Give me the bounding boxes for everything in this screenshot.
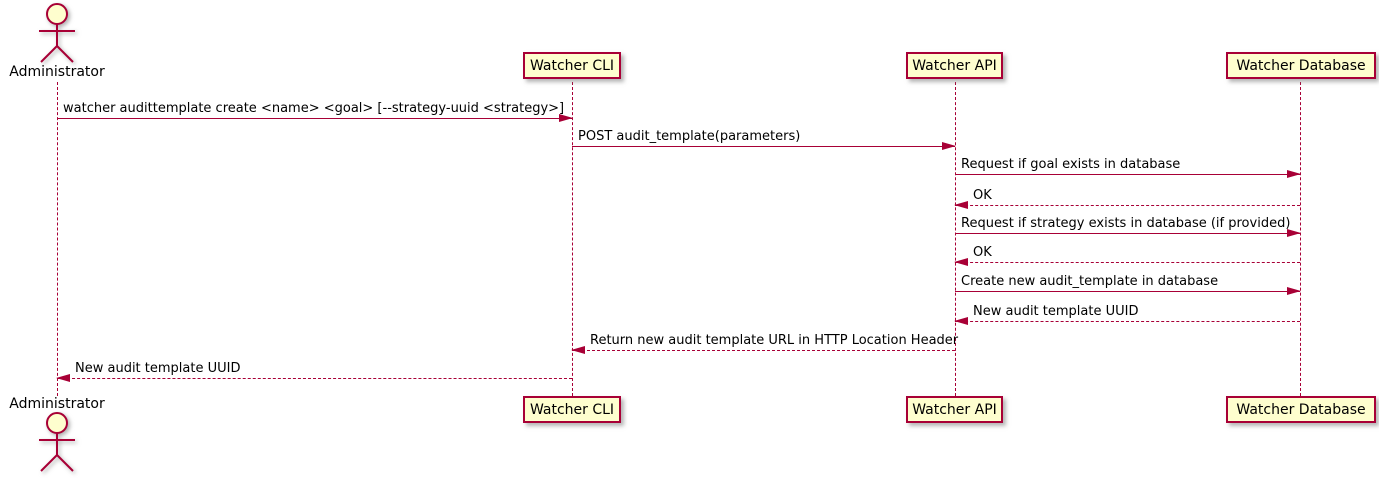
arrowhead-right-icon <box>942 142 956 150</box>
message-label: Create new audit_template in database <box>961 274 1219 289</box>
arrowhead-right-icon <box>1287 170 1301 178</box>
lifeline-watcher-database <box>1300 82 1301 396</box>
message-request-goal-exists: Request if goal exists in database <box>955 157 1301 181</box>
arrow-line <box>955 291 1300 292</box>
message-label: Return new audit template URL in HTTP Lo… <box>590 333 959 348</box>
arrowhead-left-icon <box>954 317 968 325</box>
arrow-line <box>955 262 1300 263</box>
actor-icon <box>39 412 75 472</box>
lifeline-watcher-api <box>955 82 956 396</box>
participant-watcher-api-top: Watcher API <box>906 52 1003 79</box>
arrowhead-right-icon <box>1287 229 1301 237</box>
message-ok-strategy: OK <box>954 245 1300 269</box>
message-create-in-database: Create new audit_template in database <box>955 274 1301 298</box>
actor-label-administrator-top: Administrator <box>9 64 105 80</box>
arrow-line <box>57 118 572 119</box>
participant-watcher-database-bottom: Watcher Database <box>1226 396 1376 423</box>
arrowhead-right-icon <box>1287 287 1301 295</box>
message-post-audit-template: POST audit_template(parameters) <box>572 129 956 153</box>
message-label: Request if goal exists in database <box>961 157 1181 172</box>
message-request-strategy-exists: Request if strategy exists in database (… <box>955 216 1301 240</box>
participant-watcher-api-bottom: Watcher API <box>906 396 1003 423</box>
arrow-line <box>955 205 1300 206</box>
arrow-line <box>955 174 1300 175</box>
arrowhead-left-icon <box>954 201 968 209</box>
arrow-line <box>57 378 572 379</box>
message-label: POST audit_template(parameters) <box>578 129 801 144</box>
participant-watcher-cli-bottom: Watcher CLI <box>523 396 621 423</box>
arrow-line <box>955 233 1300 234</box>
participant-watcher-cli-top: Watcher CLI <box>523 52 621 79</box>
message-label: OK <box>973 245 992 260</box>
message-label: New audit template UUID <box>75 361 241 376</box>
message-new-uuid-to-admin: New audit template UUID <box>56 361 572 385</box>
participant-watcher-database-top: Watcher Database <box>1226 52 1376 79</box>
message-ok-goal: OK <box>954 188 1300 212</box>
message-return-url-location-header: Return new audit template URL in HTTP Lo… <box>571 333 959 357</box>
arrow-line <box>572 350 955 351</box>
message-label: Request if strategy exists in database (… <box>961 216 1291 231</box>
arrowhead-left-icon <box>571 346 585 354</box>
arrowhead-left-icon <box>954 258 968 266</box>
arrow-line <box>955 321 1300 322</box>
actor-icon <box>39 3 75 63</box>
arrowhead-left-icon <box>56 374 70 382</box>
lifeline-administrator <box>57 82 58 396</box>
message-label: watcher audittemplate create <name> <goa… <box>63 101 565 116</box>
message-create-audittemplate: watcher audittemplate create <name> <goa… <box>57 101 573 125</box>
message-label: OK <box>973 188 992 203</box>
lifeline-watcher-cli <box>572 82 573 396</box>
message-label: New audit template UUID <box>973 304 1139 319</box>
actor-label-administrator-bottom: Administrator <box>9 396 105 412</box>
arrowhead-right-icon <box>559 114 573 122</box>
arrow-line <box>572 146 955 147</box>
message-new-uuid-from-db: New audit template UUID <box>954 304 1300 328</box>
